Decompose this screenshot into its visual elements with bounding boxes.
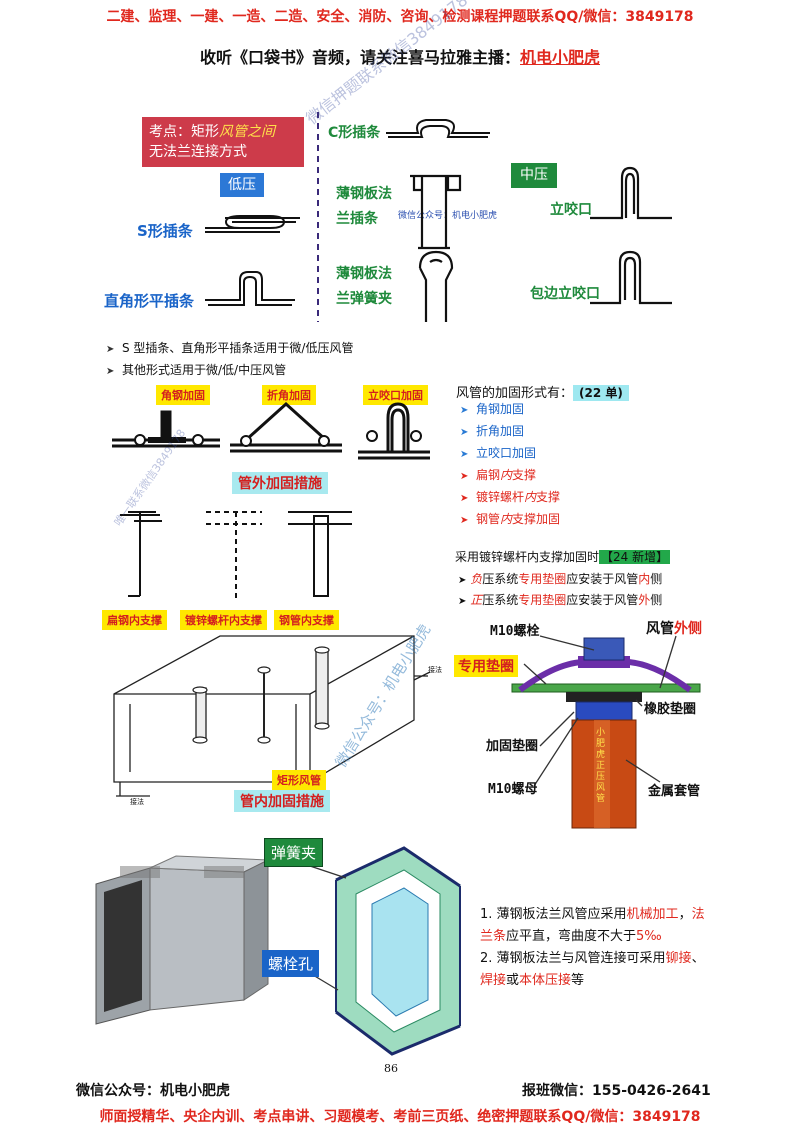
list-item: ➤折角加固 xyxy=(460,424,525,438)
reinforce-list-title: 风管的加固形式有：(22 单) xyxy=(456,382,629,401)
tag-galv-rod: 镀锌螺杆内支撑 xyxy=(180,610,267,630)
tag-flat-steel: 扁钢内支撑 xyxy=(102,610,167,630)
list-item: ➤扁钢内支撑 xyxy=(460,468,537,482)
top-banner: 二建、监理、一建、一造、二造、安全、消防、咨询、检测课程押题联系QQ/微信：38… xyxy=(106,9,694,25)
bottom-note2: 2. 薄钢板法兰与风管连接可采用铆接、焊接或本体压接等 xyxy=(480,951,705,988)
label-m10-bolt: M10螺栓 xyxy=(490,624,540,639)
bottom-illustrations xyxy=(95,846,461,1056)
footer-wechat-public: 微信公众号：机电小肥虎 xyxy=(76,1083,230,1099)
note-item: ➤S 型插条、直角形平插条适用于微/低压风管 xyxy=(106,341,354,355)
tag-standing: 立咬口加固 xyxy=(363,385,428,405)
bolt-diagram xyxy=(511,635,701,829)
thin-flange-spring-label: 薄钢板法 兰弹簧夹 xyxy=(336,262,392,312)
duct-tiny-label-right: 接法 xyxy=(428,666,442,674)
section1-drawings xyxy=(205,112,672,322)
label-duct-outside: 风管外侧 xyxy=(646,621,702,637)
new-badge: 【24 新增】 xyxy=(599,550,671,564)
page-subtitle: 收听《口袋书》音频，请关注喜马拉雅主播：机电小肥虎 xyxy=(0,44,800,68)
inner-support-drawings xyxy=(120,511,352,598)
standing-seam-label: 立咬口 xyxy=(550,202,592,218)
low-pressure-badge: 低压 xyxy=(220,173,264,197)
sleeve-text: 小肥虎正压风管 xyxy=(596,728,606,804)
duct-tiny-label-left: 接法 xyxy=(130,798,144,806)
inside-caption: 管内加固措施 xyxy=(234,790,330,812)
outside-reinforce-drawings xyxy=(112,401,430,565)
label-bolt-hole: 螺栓孔 xyxy=(262,950,320,977)
label-metal-sleeve: 金属套管 xyxy=(648,784,701,799)
tag-rect-duct: 矩形风管 xyxy=(272,770,326,790)
footer-class-wechat: 报班微信：155-0426-2641 xyxy=(522,1083,711,1099)
rect-duct-drawing xyxy=(113,635,431,797)
outside-caption: 管外加固措施 xyxy=(232,472,328,494)
subtitle-host: 机电小肥虎 xyxy=(520,48,601,67)
duct-photo xyxy=(95,855,270,1025)
tag-angle-steel: 角钢加固 xyxy=(156,385,210,405)
note-item: ➤其他形式适用于微/低/中压风管 xyxy=(106,363,287,377)
standing-seam-drawing xyxy=(590,166,672,220)
wrapped-seam-label: 包边立咬口 xyxy=(530,286,600,302)
mid-pressure-badge: 中压 xyxy=(511,163,557,188)
right-angle-insert-drawing xyxy=(205,271,295,306)
thin-flange-spring-l1: 薄钢板法 xyxy=(336,266,392,282)
rod-note-line2: ➤ 正压系统专用垫圈应安装于风管外侧 xyxy=(458,593,663,607)
subtitle-prefix: 收听《口袋书》音频，请关注喜马拉雅主播： xyxy=(199,48,520,67)
spring-clip-drawing xyxy=(418,250,454,322)
s-insert-label: S形插条 xyxy=(137,222,193,240)
bottom-note1: 1. 薄钢板法兰风管应采用机械加工，法兰条应平直，弯曲度不大于5‰ xyxy=(480,907,705,944)
exam-point-line1: 考点：矩形 xyxy=(149,124,219,140)
tag-steel-pipe: 钢管内支撑 xyxy=(274,610,339,630)
tag-folded: 折角加固 xyxy=(262,385,316,405)
thin-flange-insert-drawing xyxy=(410,174,462,250)
wrapped-seam-drawing xyxy=(590,250,672,305)
thin-flange-insert-l1: 薄钢板法 xyxy=(336,186,392,202)
thin-flange-insert-l2: 兰插条 xyxy=(336,211,378,227)
label-rubber-washer: 橡胶垫圈 xyxy=(644,702,697,717)
exam-point-box: 考点：矩形风管之间 无法兰连接方式 xyxy=(142,117,304,167)
list-item: ➤角钢加固 xyxy=(460,402,525,416)
exam-point-line2: 无法兰连接方式 xyxy=(149,144,247,160)
label-reinforce-washer: 加固垫圈 xyxy=(486,739,539,754)
applicability-notes: ➤S 型插条、直角形平插条适用于微/低压风管 ➤其他形式适用于微/低/中压风管 xyxy=(106,338,353,382)
label-special-washer: 专用垫圈 xyxy=(454,655,518,677)
right-angle-insert-label: 直角形平插条 xyxy=(104,292,195,310)
rod-note-line1: ➤ 负压系统专用垫圈应安装于风管内侧 xyxy=(458,572,663,586)
list-item: ➤立咬口加固 xyxy=(460,446,537,460)
reinforce-list: ➤角钢加固 ➤折角加固 ➤立咬口加固 ➤扁钢内支撑 ➤镀锌螺杆内支撑 ➤钢管内支… xyxy=(460,399,560,531)
c-insert-drawing xyxy=(386,119,490,138)
thin-flange-insert-label: 薄钢板法 兰插条 xyxy=(336,182,392,232)
thin-flange-spring-l2: 兰弹簧夹 xyxy=(336,291,392,307)
page-number: 86 xyxy=(384,1062,398,1075)
label-spring-clip: 弹簧夹 xyxy=(264,838,324,867)
list-item: ➤钢管内支撑加固 xyxy=(460,512,561,526)
list-item: ➤镀锌螺杆内支撑 xyxy=(460,490,561,504)
s-insert-drawing xyxy=(205,215,300,233)
count-badge: (22 单) xyxy=(573,385,629,401)
c-insert-label: C形插条 xyxy=(328,125,381,141)
label-m10-nut: M10螺母 xyxy=(488,782,538,797)
rod-note-title: 采用镀锌螺杆内支撑加固时【24 新增】 xyxy=(455,550,671,564)
bottom-banner: 师面授精华、央企内训、考点串讲、习题模考、考前三页纸、绝密押题联系QQ/微信：3… xyxy=(99,1109,701,1125)
inline-watermark: 微信公众号：机电小肥虎 xyxy=(398,211,498,221)
exam-point-italic: 风管之间 xyxy=(219,124,275,140)
flange-frame xyxy=(335,846,461,1056)
